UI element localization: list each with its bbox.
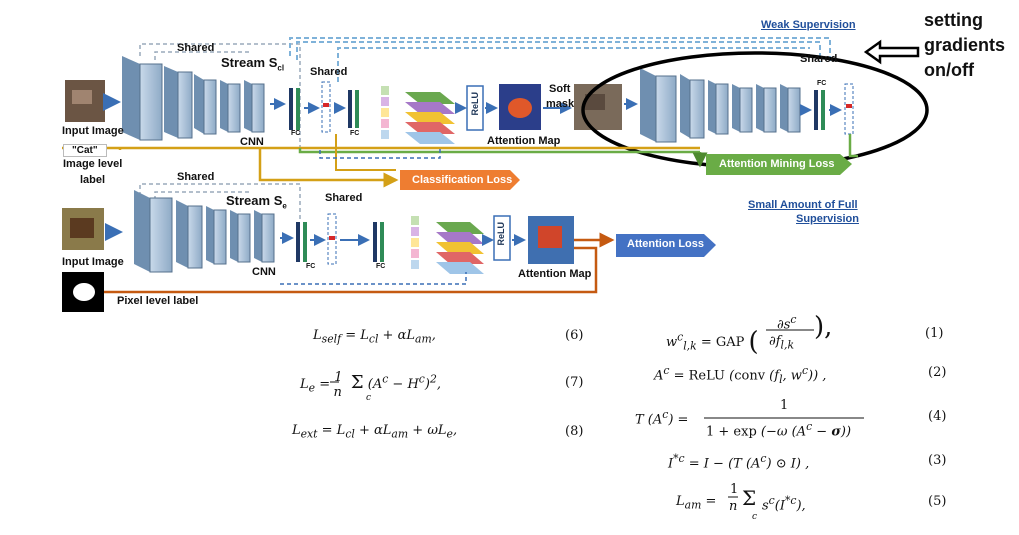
top-fc-label-2: FC [350,130,360,137]
cnn-blocks-bottom [134,190,275,273]
equation-2: Ac = ReLU (conv (fl, wc)) , [654,364,827,386]
soft-mask-label-line2: mask [546,98,575,110]
top-shared-label: Shared [177,42,215,54]
top-fc-label: FC [291,130,301,137]
fc-layer [289,88,293,130]
equation-4-number: (4) [928,409,947,424]
equation-1: wcl,k = GAP ( [666,327,759,357]
top-input-image-label: Input Image [62,125,124,137]
equation-5: Lam = [676,494,717,512]
bottom-fc-label-2: FC [376,263,386,270]
bottom-stream-label: Stream Se [226,193,287,211]
equation-4: T (Ac) = [635,408,689,428]
weak-supervision-connector [337,47,810,82]
feature-maps-bottom [411,216,484,274]
bottom-cnn-label: CNN [252,266,276,278]
right-shared-label: Shared [800,53,838,65]
bottom-shared-label: Shared [177,171,215,183]
weak-supervision-label: Weak Supervision [761,19,856,31]
right-fc-label: FC [817,80,827,87]
top-relu-label: ReLU [470,92,480,116]
cnn-blocks-top [122,56,265,141]
top-shared-fc-label: Shared [310,66,348,78]
equation-2-number: (2) [928,365,947,380]
cnn-blocks-attention-mining [640,68,801,143]
attention-loss-label: Attention Loss [627,238,704,250]
fc-layer [296,88,300,130]
bottom-shared-fc-label: Shared [325,192,363,204]
image-level-tag: "Cat" [63,144,107,157]
equation-8: Lext = Lcl + αLam + ωLe, [292,423,458,441]
equation-6: Lself = Lcl + αLam, [313,328,436,346]
top-stream [62,37,929,190]
classification-loss-label: Classification Loss [412,174,513,186]
equation-5-number: (5) [928,494,947,509]
image-level-label-line1: Image level [63,158,123,170]
bottom-stream [62,183,716,312]
classification-loss-box [400,170,520,190]
shared-connector [154,51,250,60]
bottom-input-image-label: Input Image [62,256,124,268]
bottom-attention-map-label: Attention Map [518,268,592,280]
equation-3: I*c = I − (T (Ac) ⊙ I) , [668,452,810,472]
attention-loss-box [616,234,716,257]
equation-3-number: (3) [928,453,947,468]
full-supervision-line2: Supervision [796,213,859,225]
weak-supervision-connector [296,41,821,62]
annotation-arrow-icon [863,39,920,65]
top-cnn-label: CNN [240,136,264,148]
equation-6-number: (6) [565,328,584,343]
feature-maps-top [381,86,455,144]
attention-mining-loss-box [706,154,852,175]
gradient-toggle-ellipse [581,51,929,169]
pixel-level-label: Pixel level label [117,295,199,307]
top-attention-map-label: Attention Map [487,135,561,147]
relu-box-bottom [493,215,511,261]
attention-mining-loss-label: Attention Mining Loss [719,158,835,170]
annotation-line1: setting [924,10,984,30]
image-level-label-line2: label [80,174,106,186]
annotation-line2: gradients [924,35,1006,55]
weak-supervision-connector [289,37,831,62]
soft-mask-label-line1: Soft [549,83,571,95]
bottom-fc-label: FC [306,263,316,270]
equation-7-number: (7) [565,375,584,390]
equation-1-number: (1) [925,326,944,341]
relu-box-top [466,85,484,131]
annotation-line3: on/off [924,60,974,80]
full-supervision-line1: Small Amount of Full [748,199,858,211]
equation-8-number: (8) [565,424,584,439]
bottom-relu-label: ReLU [496,222,506,246]
top-stream-label: Stream Scl [221,55,285,73]
